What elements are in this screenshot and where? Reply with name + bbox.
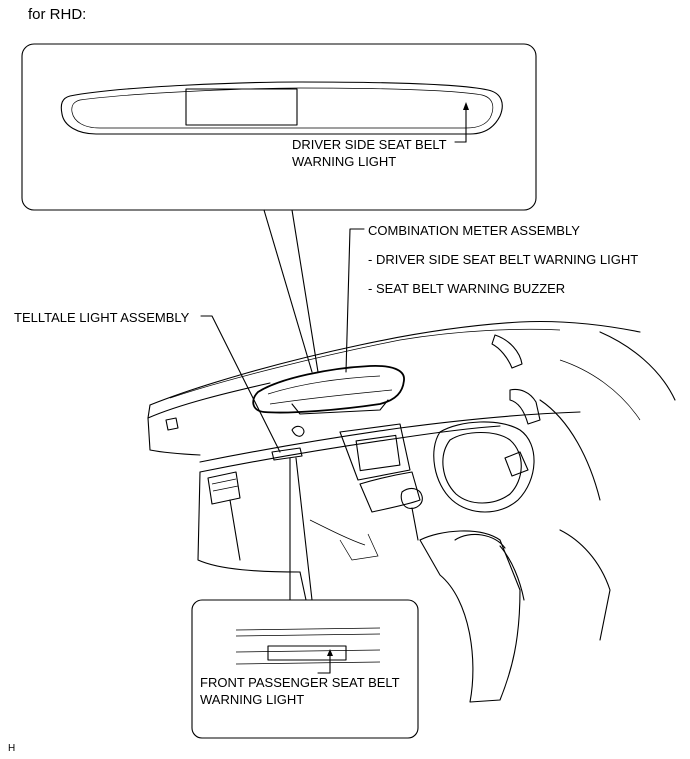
page-heading: for RHD: bbox=[28, 6, 87, 23]
passenger-light-label-line2: WARNING LIGHT bbox=[200, 692, 305, 707]
dashboard bbox=[147, 320, 676, 703]
telltale-closeup-inset bbox=[191, 457, 419, 739]
driver-light-label-line1: DRIVER SIDE SEAT BELT bbox=[292, 137, 447, 152]
meter-closeup-inset bbox=[21, 43, 537, 373]
combination-meter-label: COMBINATION METER ASSEMBLY bbox=[368, 223, 580, 238]
meter-item-buzzer: - SEAT BELT WARNING BUZZER bbox=[368, 281, 566, 296]
footer-code: H bbox=[8, 743, 16, 754]
passenger-light-label-line1: FRONT PASSENGER SEAT BELT bbox=[200, 675, 400, 690]
meter-item-driver-light: - DRIVER SIDE SEAT BELT WARNING LIGHT bbox=[368, 252, 639, 267]
telltale-label: TELLTALE LIGHT ASSEMBLY bbox=[14, 310, 190, 325]
telltale-leader bbox=[200, 315, 281, 453]
driver-light-label-line2: WARNING LIGHT bbox=[292, 154, 397, 169]
combination-meter-leader bbox=[345, 228, 365, 373]
